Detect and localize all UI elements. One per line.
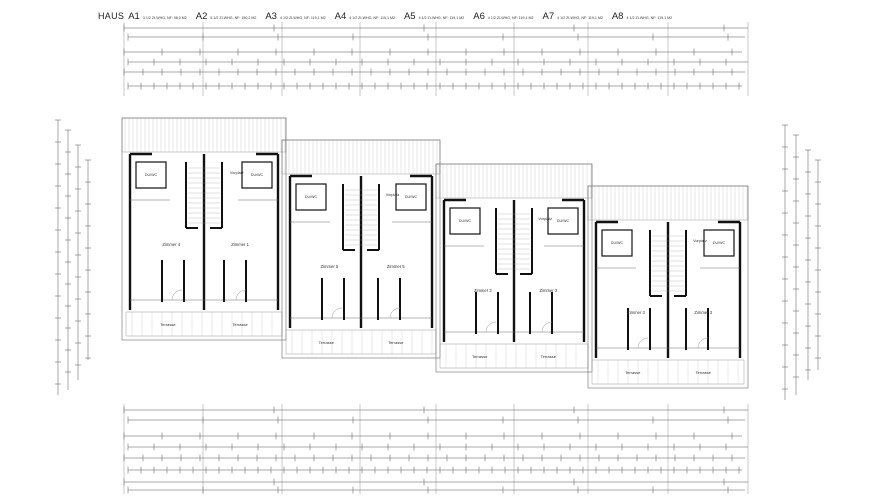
- door-swing: [389, 307, 401, 319]
- room-label-terrasse: Terrasse: [160, 322, 176, 327]
- house-desc: 4 1/2 ZI-WHG, NF: 119,1 M2: [418, 16, 465, 20]
- room-label-vorplatz: Vorplatz: [386, 193, 400, 197]
- bathroom: [395, 183, 427, 211]
- house-desc: 3 1/2 ZI-WHG, NF: 98,0 M2: [142, 16, 187, 20]
- block-outline: [587, 185, 749, 389]
- roof-hatch-area: [587, 185, 749, 221]
- house-code: A7: [542, 11, 555, 22]
- roof-hatch-area: [121, 117, 287, 153]
- terrace: [439, 343, 589, 369]
- room-label-vorplatz: Vorplatz: [693, 239, 707, 243]
- room-label-duwc: DU/WC: [459, 219, 472, 223]
- room-label-duwc: DU/WC: [145, 173, 158, 177]
- room-label-zimmer: Zimmer 3: [474, 288, 492, 293]
- block-outline: [281, 139, 441, 359]
- bathroom: [449, 207, 481, 235]
- door-swing: [637, 337, 649, 349]
- bathroom: [241, 161, 273, 189]
- room-label-zimmer: Zimmer 3: [539, 288, 557, 293]
- house-code: A2: [195, 11, 208, 22]
- dimension-chains: [55, 22, 821, 494]
- room-label-duwc: DU/WC: [405, 195, 418, 199]
- house-code: A4: [334, 11, 347, 22]
- room-label-zimmer: Zimmer 5: [387, 264, 405, 269]
- room-label-vorplatz: Vorplatz: [538, 217, 552, 221]
- house-desc: 4 1/2 ZI-WHG, NF: 119,1 M2: [557, 16, 603, 20]
- house-code: A1: [128, 11, 140, 22]
- block-outline: [121, 117, 287, 341]
- room-label-terrasse: Terrasse: [388, 340, 404, 345]
- room-label-zimmer: Zimmer 3: [694, 310, 712, 315]
- bathroom: [135, 161, 167, 189]
- room-label-zimmer: Zimmer 5: [321, 264, 339, 269]
- block-outline: [435, 163, 593, 373]
- room-label-terrasse: Terrasse: [232, 322, 248, 327]
- door-swing: [171, 289, 183, 301]
- bathroom: [295, 183, 327, 211]
- room-label-zimmer: Zimmer 1: [231, 242, 249, 247]
- terrace: [285, 329, 437, 355]
- house-code: A8: [611, 11, 624, 22]
- roof-hatch-area: [435, 163, 593, 199]
- house-desc: 4 1/2 ZI-WHG, NF: 119,1 M2: [279, 16, 326, 20]
- house-desc: 4 1/2 ZI-WHG, NF: 119,1 M2: [349, 16, 395, 20]
- bathroom: [601, 229, 633, 257]
- room-label-terrasse: Terrasse: [472, 354, 488, 359]
- house-desc: 4 1/2 ZI-WHG, NF: 119,1 M2: [626, 16, 673, 20]
- door-swing: [541, 321, 553, 333]
- room-label-terrasse: Terrasse: [625, 370, 641, 375]
- terrace: [125, 311, 283, 337]
- bathroom: [703, 229, 735, 257]
- room-label-vorplatz: Vorplatz: [230, 171, 244, 175]
- house-desc: 5 1/2 ZI-WHG, NF: 150,2 M2: [210, 16, 257, 20]
- house-code: A5: [403, 11, 416, 22]
- room-label-terrasse: Terrasse: [541, 354, 557, 359]
- room-label-duwc: DU/WC: [251, 173, 264, 177]
- door-swing: [331, 307, 343, 319]
- house-desc: 4 1/2 ZI-WHG, NF: 119,1 M2: [487, 16, 534, 20]
- house-code: A3: [265, 11, 277, 22]
- room-label-duwc: DU/WC: [557, 219, 570, 223]
- bathroom: [547, 207, 579, 235]
- room-label-duwc: DU/WC: [713, 241, 726, 245]
- house-code: A6: [473, 11, 485, 22]
- room-label-terrasse: Terrasse: [696, 370, 712, 375]
- door-swing: [697, 337, 709, 349]
- door-swing: [235, 289, 247, 301]
- door-swing: [485, 321, 497, 333]
- room-label-duwc: DU/WC: [305, 195, 318, 199]
- haus-label: HAUS: [98, 11, 125, 21]
- room-label-terrasse: Terrasse: [319, 340, 335, 345]
- room-label-zimmer: Zimmer 3: [627, 310, 645, 315]
- room-label-duwc: DU/WC: [611, 241, 624, 245]
- room-label-zimmer: Zimmer 4: [162, 242, 180, 247]
